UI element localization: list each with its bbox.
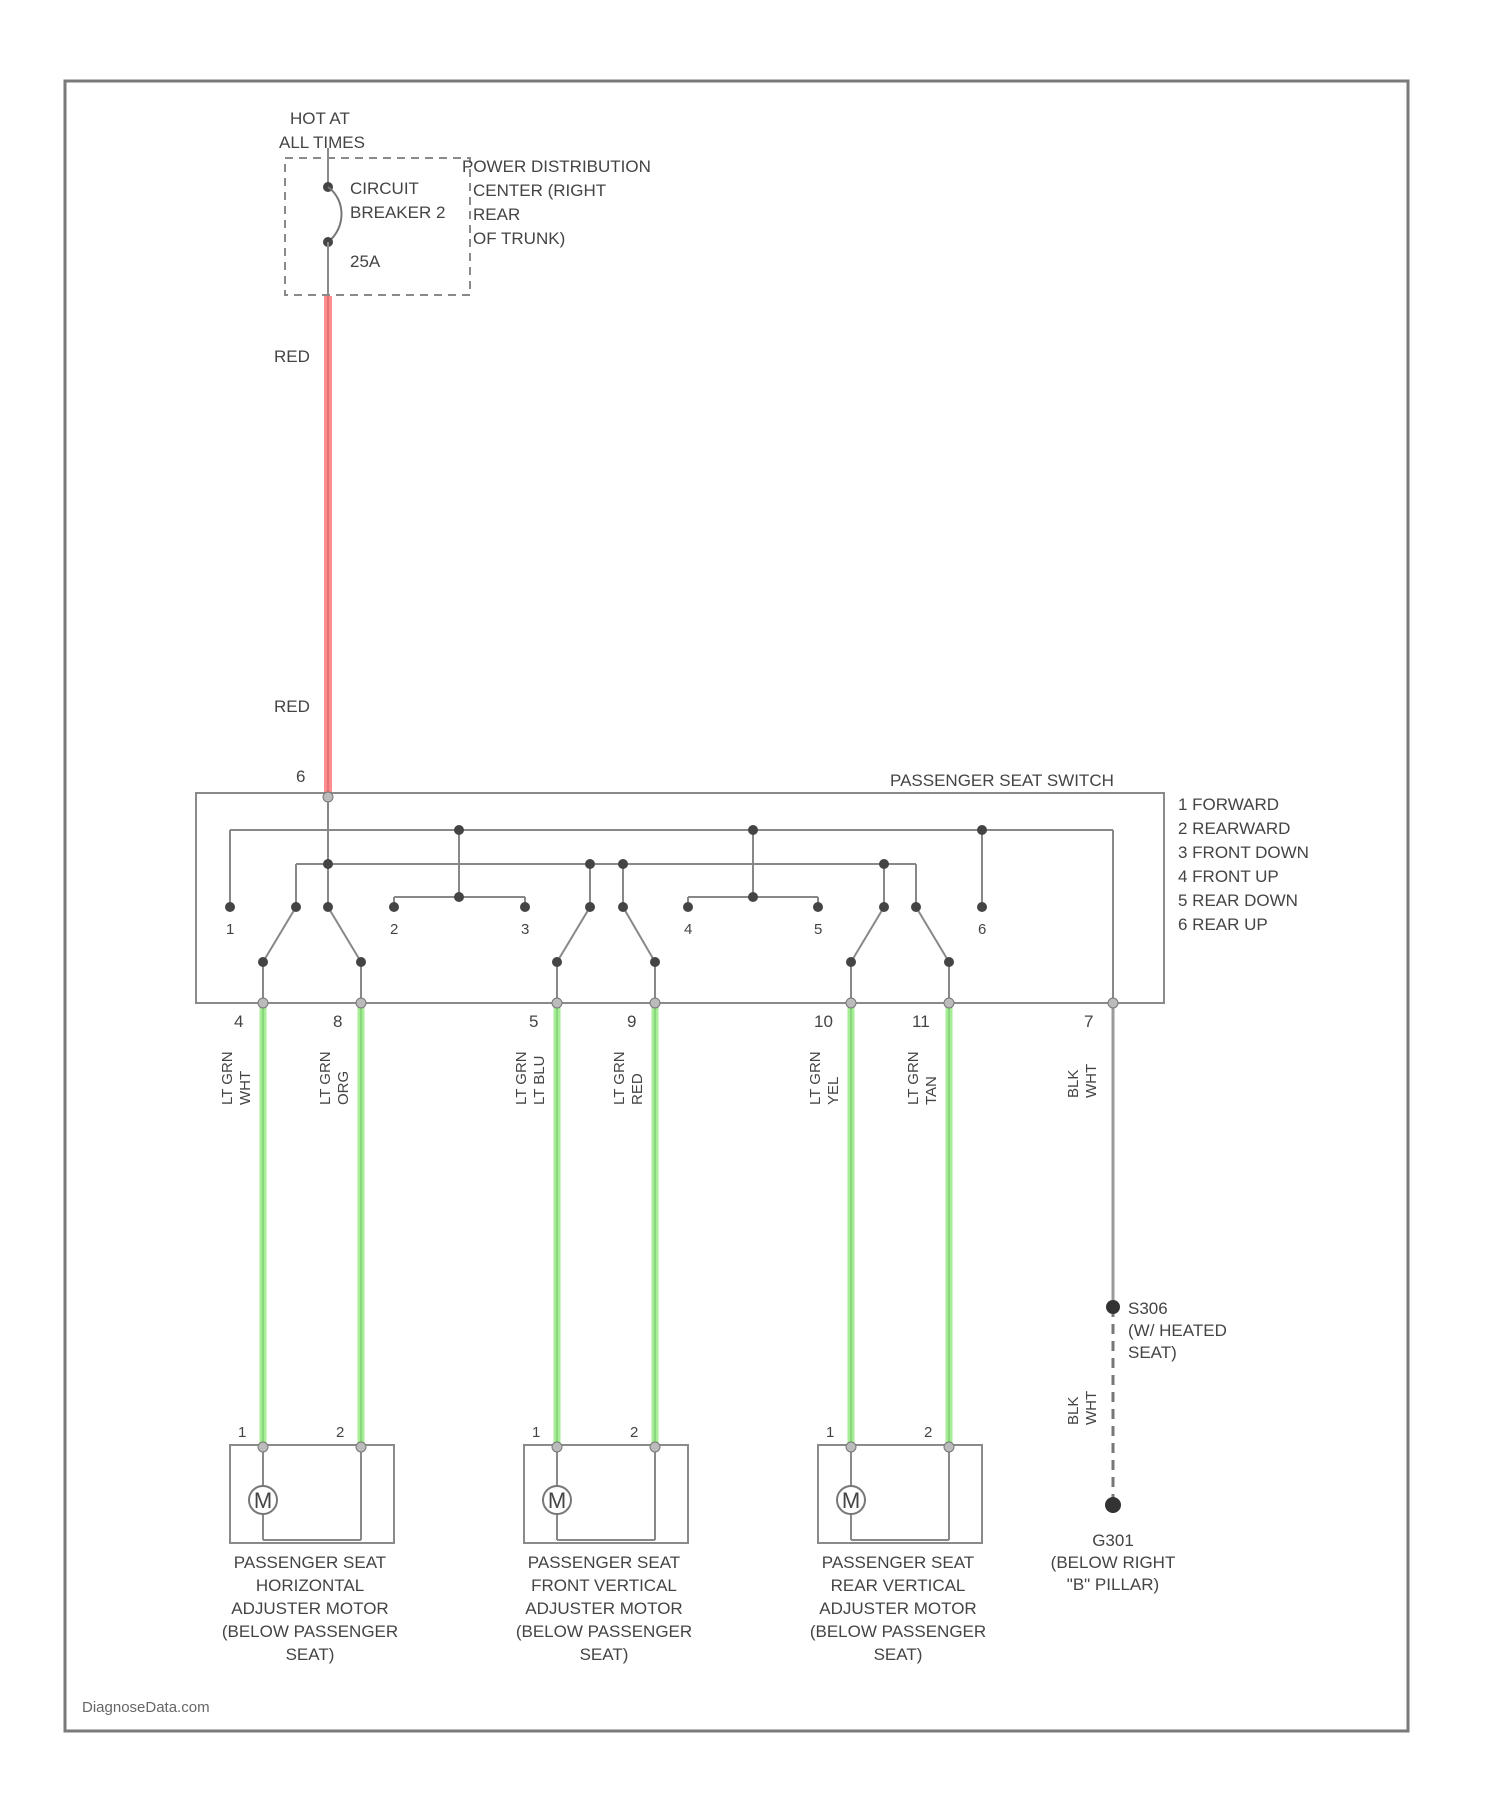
switch-feed-pin: 6 xyxy=(296,767,305,786)
switch-contact-6: 6 xyxy=(978,921,986,938)
wire-color-labels: LT GRN WHT LT GRN ORG LT GRN LT BLU LT G… xyxy=(219,1051,1100,1425)
wire-label-2a: LT GRN xyxy=(317,1051,334,1105)
ground-dot xyxy=(1105,1497,1121,1513)
pdc-label-3: REAR xyxy=(473,205,520,224)
switch-junction-dots xyxy=(225,825,987,967)
motor-pin-1: 1 xyxy=(826,1424,834,1441)
motor-pin-2: 2 xyxy=(630,1424,638,1441)
splice-s306: S306 (W/ HEATED SEAT) xyxy=(1106,1299,1227,1362)
switch-contact-2: 2 xyxy=(390,921,398,938)
motor-symbol: M xyxy=(842,1488,860,1513)
breaker-label-1: CIRCUIT xyxy=(350,179,419,198)
wire-label-1b: WHT xyxy=(237,1071,254,1105)
hot-at-line-2: ALL TIMES xyxy=(279,133,365,152)
motor-rear-vertical: M 1 2 PASSENGER SEAT REAR VERTICAL ADJUS… xyxy=(810,1424,986,1664)
motor-label-5: SEAT) xyxy=(286,1645,335,1664)
switch-bus-lines xyxy=(230,793,1113,1003)
wire-color-red-upper: RED xyxy=(274,347,310,366)
switch-contact-3: 3 xyxy=(521,921,529,938)
switch-position-6: 6 REAR UP xyxy=(1178,915,1268,934)
wire-label-splice-b: WHT xyxy=(1083,1391,1100,1425)
wire-label-6a: LT GRN xyxy=(905,1051,922,1105)
switch-pin-8: 8 xyxy=(333,1012,342,1031)
switch-contact-4: 4 xyxy=(684,921,692,938)
watermark: DiagnoseData.com xyxy=(82,1699,210,1716)
passenger-seat-switch: PASSENGER SEAT SWITCH xyxy=(196,771,1309,1031)
switch-pin-4: 4 xyxy=(234,1012,243,1031)
motor-label-4: (BELOW PASSENGER xyxy=(222,1622,398,1641)
switch-pin-10: 10 xyxy=(814,1012,833,1031)
wire-label-5a: LT GRN xyxy=(807,1051,824,1105)
motor-label-1: PASSENGER SEAT xyxy=(234,1553,386,1572)
switch-position-3: 3 FRONT DOWN xyxy=(1178,843,1309,862)
ground-label-1: G301 xyxy=(1092,1531,1134,1550)
switch-pin-7: 7 xyxy=(1084,1012,1093,1031)
motor-pin-1: 1 xyxy=(238,1424,246,1441)
output-wires: LT GRN WHT LT GRN ORG LT GRN LT BLU LT G… xyxy=(219,1003,1113,1505)
switch-pin-9: 9 xyxy=(627,1012,636,1031)
motor-symbol: M xyxy=(254,1488,272,1513)
switch-position-2: 2 REARWARD xyxy=(1178,819,1290,838)
wire-label-2b: ORG xyxy=(335,1071,352,1105)
wire-label-3a: LT GRN xyxy=(513,1051,530,1105)
breaker-label-2: BREAKER 2 xyxy=(350,203,445,222)
wire-label-4a: LT GRN xyxy=(611,1051,628,1105)
switch-box xyxy=(196,793,1164,1003)
ground-g301: G301 (BELOW RIGHT "B" PILLAR) xyxy=(1051,1497,1176,1594)
circuit-breaker-symbol xyxy=(328,187,342,242)
wire-label-6b: TAN xyxy=(923,1076,940,1105)
motor-symbol: M xyxy=(548,1488,566,1513)
motor-label-2: REAR VERTICAL xyxy=(831,1576,966,1595)
wire-label-5b: YEL xyxy=(825,1077,842,1105)
switch-position-legend: 1 FORWARD 2 REARWARD 3 FRONT DOWN 4 FRON… xyxy=(1178,795,1309,934)
motor-label-2: FRONT VERTICAL xyxy=(531,1576,677,1595)
motor-label-3: ADJUSTER MOTOR xyxy=(819,1599,976,1618)
ground-label-2: (BELOW RIGHT xyxy=(1051,1553,1176,1572)
motor-horizontal: M 1 2 PASSENGER SEAT HORIZONTAL ADJUSTER… xyxy=(222,1424,398,1664)
motor-label-5: SEAT) xyxy=(874,1645,923,1664)
breaker-rating: 25A xyxy=(350,252,381,271)
motor-label-1: PASSENGER SEAT xyxy=(528,1553,680,1572)
motor-front-vertical: M 1 2 PASSENGER SEAT FRONT VERTICAL ADJU… xyxy=(516,1424,692,1664)
splice-label-3: SEAT) xyxy=(1128,1343,1177,1362)
wire-label-7b: WHT xyxy=(1083,1064,1100,1098)
splice-label-1: S306 xyxy=(1128,1299,1168,1318)
feed-wire: RED RED 6 xyxy=(274,296,328,793)
wire-label-splice-a: BLK xyxy=(1065,1397,1082,1425)
power-source: HOT AT ALL TIMES CIRCUIT BREAKER 2 25A P… xyxy=(279,109,651,296)
switch-pin-5: 5 xyxy=(529,1012,538,1031)
splice-label-2: (W/ HEATED xyxy=(1128,1321,1227,1340)
motor-pin-2: 2 xyxy=(924,1424,932,1441)
motor-pin-2: 2 xyxy=(336,1424,344,1441)
motor-label-3: ADJUSTER MOTOR xyxy=(525,1599,682,1618)
pdc-label-4: OF TRUNK) xyxy=(473,229,565,248)
connector-pins xyxy=(258,792,1118,1452)
motor-label-3: ADJUSTER MOTOR xyxy=(231,1599,388,1618)
switch-contact-1: 1 xyxy=(226,921,234,938)
wire-color-red-lower: RED xyxy=(274,697,310,716)
motor-label-5: SEAT) xyxy=(580,1645,629,1664)
pdc-label-2: CENTER (RIGHT xyxy=(473,181,606,200)
switch-contact-5: 5 xyxy=(814,921,822,938)
switch-title: PASSENGER SEAT SWITCH xyxy=(890,771,1114,790)
wire-label-3b: LT BLU xyxy=(531,1056,548,1105)
splice-dot xyxy=(1106,1300,1120,1314)
switch-pin-11: 11 xyxy=(912,1012,930,1031)
wire-label-7a: BLK xyxy=(1065,1070,1082,1098)
hot-at-line-1: HOT AT xyxy=(290,109,350,128)
motor-label-4: (BELOW PASSENGER xyxy=(516,1622,692,1641)
motor-label-4: (BELOW PASSENGER xyxy=(810,1622,986,1641)
ground-label-3: "B" PILLAR) xyxy=(1067,1575,1159,1594)
switch-position-1: 1 FORWARD xyxy=(1178,795,1279,814)
switch-position-4: 4 FRONT UP xyxy=(1178,867,1279,886)
motor-label-2: HORIZONTAL xyxy=(256,1576,364,1595)
pdc-label-1: POWER DISTRIBUTION xyxy=(462,157,651,176)
motor-label-1: PASSENGER SEAT xyxy=(822,1553,974,1572)
wire-label-4b: RED xyxy=(629,1073,646,1105)
motor-pin-1: 1 xyxy=(532,1424,540,1441)
switch-position-5: 5 REAR DOWN xyxy=(1178,891,1298,910)
wire-label-1a: LT GRN xyxy=(219,1051,236,1105)
